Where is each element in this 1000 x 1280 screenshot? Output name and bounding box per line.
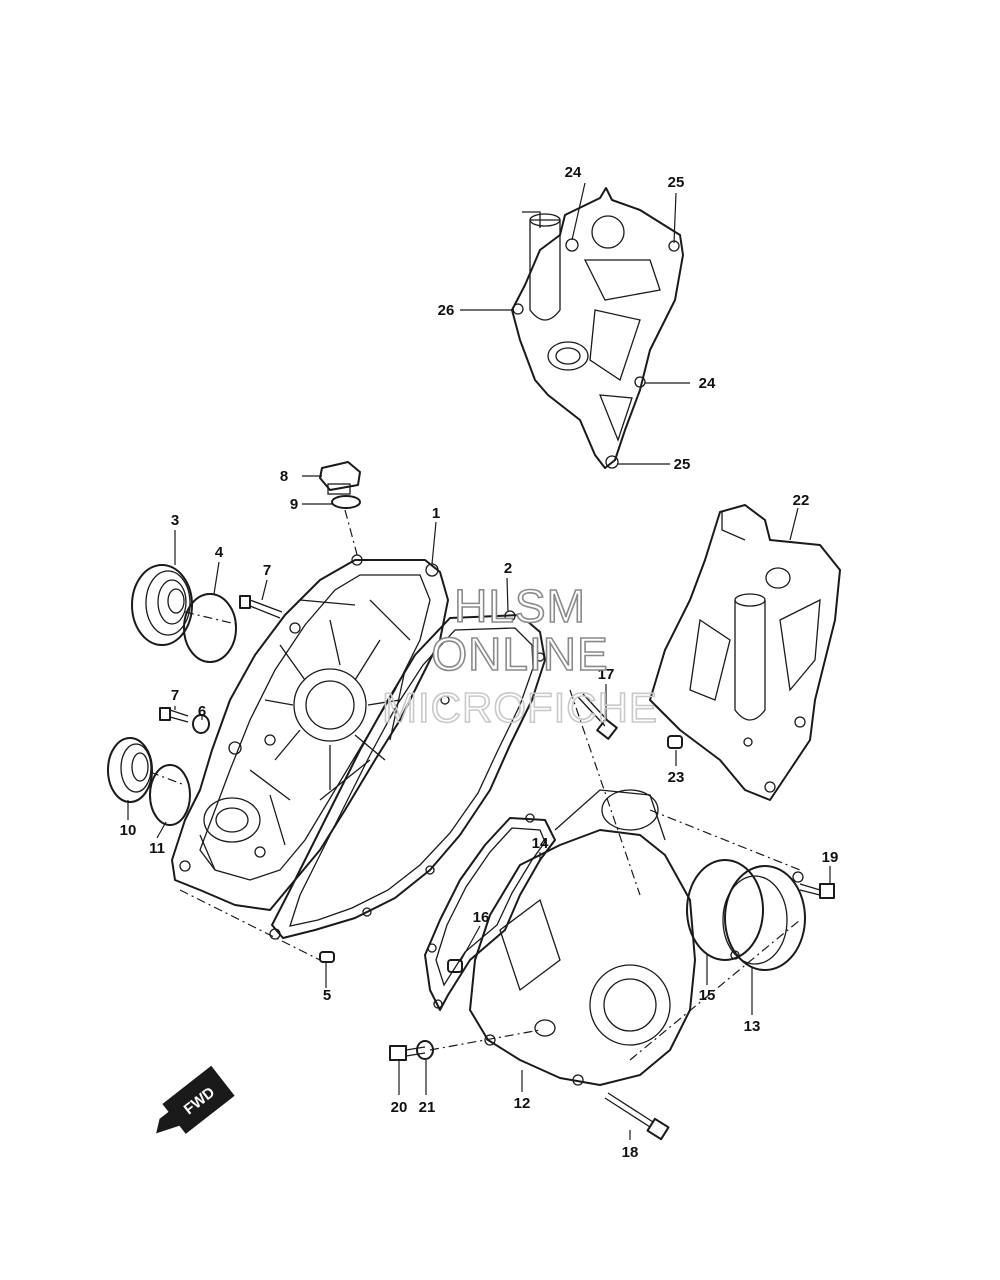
callout-26: 26	[438, 302, 455, 319]
dowel-pin-part-23	[667, 735, 683, 749]
callout-13: 13	[744, 1018, 761, 1035]
callout-5: 5	[323, 987, 331, 1004]
leader-lines	[127, 182, 831, 1140]
callout-2: 2	[504, 560, 512, 577]
washer-part-6	[192, 714, 210, 734]
callout-11: 11	[149, 840, 165, 857]
watermark-line-3: MICROFICHE	[382, 684, 658, 731]
callout-22: 22	[793, 492, 810, 509]
clutch-cover-part-1	[171, 554, 449, 911]
callout-10: 10	[120, 822, 137, 839]
cap-part-13	[722, 865, 806, 971]
gasket-part-2	[269, 610, 546, 940]
callout-25-top: 25	[668, 174, 685, 191]
callout-16: 16	[473, 909, 490, 926]
callout-19: 19	[822, 849, 839, 866]
fwd-arrow-icon: FWD	[156, 1065, 235, 1134]
bolt-part-7-upper	[239, 595, 283, 619]
watermark-line-1: HLSM	[454, 580, 586, 632]
callout-1: 1	[432, 505, 440, 522]
watermark-line-2: ONLINE	[431, 628, 608, 680]
bolt-part-7-lower	[159, 707, 189, 723]
dowel-pin-part-16	[447, 959, 463, 973]
callout-labels: 24 25 26 24 25 8 9 1 22 3 4 2 7 17 7 6 2…	[120, 164, 839, 1161]
callout-21: 21	[419, 1099, 436, 1116]
callout-18: 18	[622, 1144, 639, 1161]
o-ring-part-15	[686, 859, 764, 961]
callout-15: 15	[699, 987, 716, 1004]
callout-24-side: 24	[699, 375, 716, 392]
callout-8: 8	[280, 468, 288, 485]
bolt-part-20	[389, 1045, 426, 1061]
plug-part-3	[131, 564, 193, 646]
alignment-lines	[149, 509, 801, 1061]
bracket-part-26	[511, 187, 684, 469]
callout-3: 3	[171, 512, 179, 529]
callout-4: 4	[215, 544, 224, 561]
watermark: HLSM ONLINE MICROFICHE	[381, 579, 658, 732]
callout-17: 17	[598, 666, 615, 683]
cover-part-12	[469, 789, 696, 1086]
cap-part-8	[319, 461, 361, 495]
callout-23: 23	[668, 769, 685, 786]
callout-6: 6	[198, 703, 206, 720]
callout-24-top: 24	[565, 164, 582, 181]
cover-part-22	[649, 504, 841, 801]
callout-25-bottom: 25	[674, 456, 691, 473]
bolt-part-19	[799, 883, 835, 899]
o-ring-part-9	[331, 495, 361, 509]
callout-7-lower: 7	[171, 687, 179, 704]
seal-part-10	[107, 737, 153, 803]
o-ring-part-4	[183, 593, 237, 663]
bolt-part-18	[604, 1092, 670, 1141]
callout-14: 14	[532, 835, 549, 852]
o-ring-part-11	[149, 764, 191, 826]
callout-9: 9	[290, 496, 298, 513]
callout-7-upper: 7	[263, 562, 271, 579]
callout-12: 12	[514, 1095, 531, 1112]
dowel-pin-part-5	[319, 951, 335, 963]
callout-20: 20	[391, 1099, 408, 1116]
